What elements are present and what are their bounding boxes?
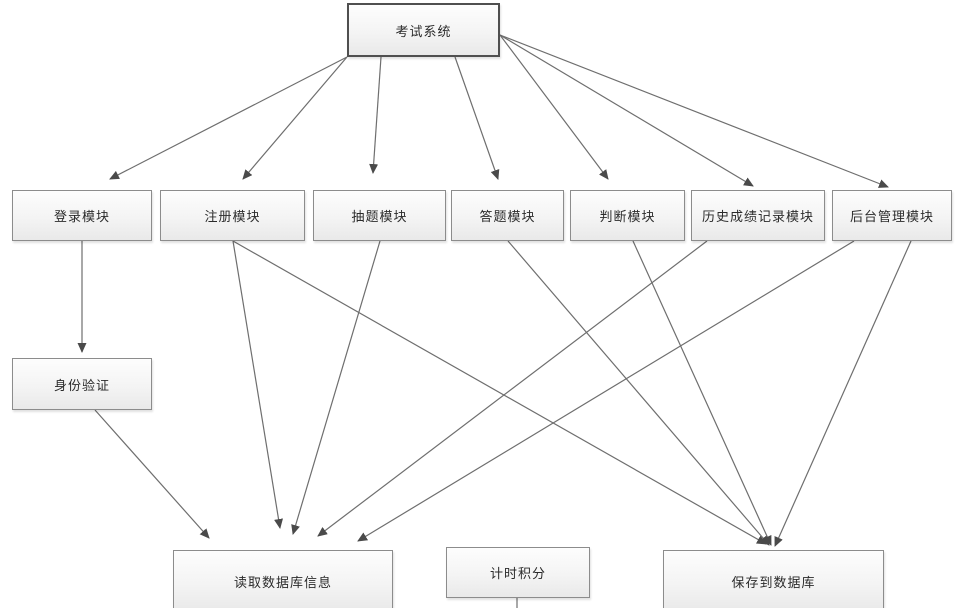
node-draw: 抽题模块: [313, 190, 446, 241]
edge-exam-system-to-history: [499, 34, 754, 187]
node-read-db: 读取数据库信息: [173, 550, 393, 608]
node-label-admin: 后台管理模块: [849, 210, 934, 225]
node-label-read-db: 读取数据库信息: [233, 575, 332, 591]
node-save-db: 保存到数据库: [663, 550, 884, 608]
node-judge: 判断模块: [570, 190, 685, 241]
node-label-history: 历史成绩记录模块: [701, 210, 814, 225]
node-answer: 答题模块: [451, 190, 564, 241]
edge-identity-to-read-db: [94, 409, 210, 539]
edge-exam-system-to-admin: [499, 34, 889, 188]
edge-admin-to-save-db: [774, 240, 912, 547]
node-identity: 身份验证: [12, 358, 152, 410]
node-label-answer: 答题模块: [479, 210, 536, 225]
node-exam-system: 考试系统: [347, 3, 500, 57]
edge-exam-system-to-judge: [499, 34, 609, 180]
node-label-save-db: 保存到数据库: [731, 575, 816, 591]
node-register: 注册模块: [160, 190, 305, 241]
node-login: 登录模块: [12, 190, 152, 241]
node-label-identity: 身份验证: [53, 378, 110, 394]
edge-answer-to-save-db: [507, 240, 770, 546]
edge-admin-to-read-db: [357, 240, 855, 542]
node-admin: 后台管理模块: [832, 190, 952, 241]
node-label-timer: 计时积分: [489, 567, 546, 582]
edge-exam-system-to-draw: [369, 56, 382, 174]
edge-draw-to-read-db: [291, 240, 381, 535]
node-history: 历史成绩记录模块: [691, 190, 825, 241]
edge-register-to-read-db: [232, 240, 283, 529]
edge-register-to-save-db: [232, 240, 767, 545]
node-label-register: 注册模块: [204, 210, 261, 225]
node-label-judge: 判断模块: [599, 210, 656, 225]
edge-judge-to-save-db: [632, 240, 772, 546]
edge-exam-system-to-register: [242, 56, 348, 180]
node-label-login: 登录模块: [53, 210, 110, 225]
node-timer: 计时积分: [446, 547, 590, 598]
edge-history-to-read-db: [317, 240, 708, 537]
edge-exam-system-to-answer: [454, 56, 500, 180]
node-label-exam-system: 考试系统: [395, 24, 452, 40]
node-label-draw: 抽题模块: [351, 210, 408, 225]
edge-exam-system-to-login: [109, 56, 348, 180]
